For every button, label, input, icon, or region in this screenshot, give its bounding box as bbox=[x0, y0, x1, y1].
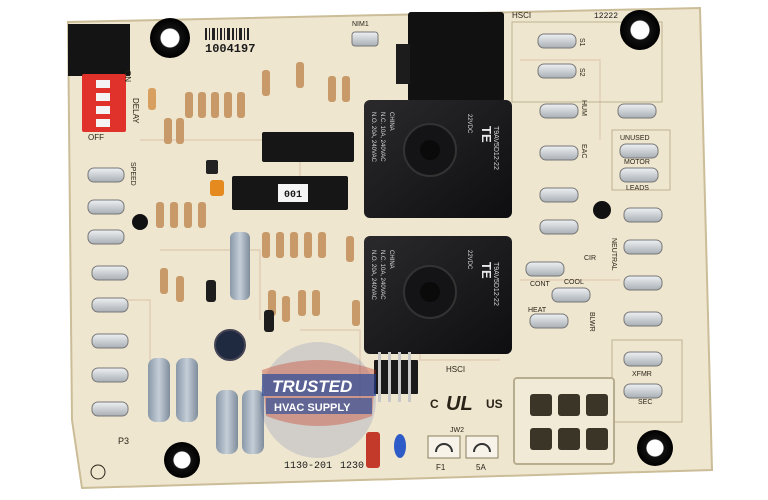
right-spade-terminals bbox=[525, 33, 663, 399]
relay2-rating1: N.O. 20A, 240VAC bbox=[370, 250, 376, 301]
mount-hole-bottom-right bbox=[637, 430, 673, 466]
label-us: US bbox=[486, 397, 503, 411]
relay2-model: T9AV5D12-22 bbox=[492, 262, 499, 306]
label-nim1: NIM1 bbox=[352, 21, 369, 28]
ic-chip-upper bbox=[262, 132, 354, 162]
serial-number: 12222 bbox=[594, 12, 618, 21]
label-ul: UL bbox=[446, 393, 473, 415]
relay1-coil: 22VDC bbox=[466, 114, 472, 134]
label-sec: SEC bbox=[638, 399, 652, 406]
label-motor: MOTOR bbox=[624, 159, 650, 166]
label-xfmr: XFMR bbox=[632, 371, 652, 378]
fuse-jumper bbox=[427, 435, 499, 459]
label-eac: EAC bbox=[580, 144, 587, 158]
label-f1: F1 bbox=[436, 463, 446, 472]
relay1-model: T9AV5D12-22 bbox=[492, 126, 499, 170]
ic-sticker bbox=[278, 184, 308, 202]
label-off: OFF bbox=[88, 133, 104, 142]
label-on: ON bbox=[123, 70, 132, 82]
relay1-rating1: N.O. 20A, 240VAC bbox=[370, 112, 376, 163]
relay1-brand: TE bbox=[479, 126, 494, 143]
label-s1: S1 bbox=[578, 38, 585, 47]
label-leads: LEADS bbox=[626, 185, 649, 192]
capacitor-orange bbox=[210, 180, 224, 196]
label-jw2: JW2 bbox=[450, 427, 464, 434]
relay-lower bbox=[364, 236, 512, 354]
power-resistors bbox=[148, 358, 264, 454]
label-s2: S2 bbox=[578, 68, 585, 77]
molex-connector bbox=[513, 377, 615, 465]
power-resistor-center bbox=[230, 232, 250, 300]
black-header-block bbox=[68, 24, 130, 76]
connector-tab bbox=[396, 44, 410, 84]
mount-hole-bottom-left bbox=[164, 442, 200, 478]
electrolytic-capacitor bbox=[214, 329, 246, 361]
mount-hole-top-right bbox=[620, 10, 660, 50]
label-delay: DELAY bbox=[131, 98, 140, 124]
watermark-line1: TRUSTED bbox=[272, 377, 352, 396]
relay-upper bbox=[364, 100, 512, 218]
watermark-logo bbox=[260, 342, 376, 458]
capacitor-black bbox=[206, 160, 218, 174]
relay1-rating2: N.C. 10A, 240VAC bbox=[379, 112, 385, 162]
relay2-rating2: N.C. 10A, 240VAC bbox=[379, 250, 385, 300]
label-5a: 5A bbox=[476, 463, 486, 472]
bottom-code-2: 1230 bbox=[340, 461, 364, 472]
label-hum: HUM bbox=[580, 100, 587, 116]
nim1-terminal bbox=[351, 31, 379, 47]
fiducial-bottom-left bbox=[90, 464, 106, 480]
black-post-right bbox=[593, 201, 611, 219]
relay2-brand: TE bbox=[479, 262, 494, 279]
relay1-origin: CHINA bbox=[388, 112, 394, 131]
label-hsci-mid: HSCI bbox=[446, 365, 465, 374]
label-speed: SPEED bbox=[129, 162, 136, 186]
label-p3: P3 bbox=[118, 436, 129, 446]
bottom-code: 1130-201 bbox=[284, 461, 332, 472]
label-cont: CONT bbox=[530, 281, 551, 288]
resistor-row-top bbox=[148, 62, 350, 144]
label-cir: CIR bbox=[584, 255, 596, 262]
part-number: 1004197 bbox=[205, 42, 255, 56]
mount-hole-top-left bbox=[150, 18, 190, 58]
barcode bbox=[205, 28, 249, 40]
dip-switch bbox=[82, 74, 126, 132]
pin-header bbox=[374, 352, 418, 402]
label-blwr: BLWR bbox=[588, 312, 595, 332]
resistor-row-middle bbox=[156, 202, 354, 302]
label-c: C bbox=[430, 397, 439, 411]
connector-block-top bbox=[408, 12, 504, 102]
label-hsci-top: HSCI bbox=[512, 11, 531, 20]
label-cool: COOL bbox=[564, 279, 584, 286]
relay2-origin: CHINA bbox=[388, 250, 394, 269]
label-unused: UNUSED bbox=[620, 135, 650, 142]
ic-label: 001 bbox=[284, 190, 302, 201]
label-heat: HEAT bbox=[528, 307, 547, 314]
capacitor-blue-bottom bbox=[394, 434, 406, 458]
resistor-row-lower bbox=[206, 280, 360, 332]
relay2-coil: 22VDC bbox=[466, 250, 472, 270]
watermark-line2: HVAC SUPPLY bbox=[274, 402, 351, 414]
left-spade-terminals bbox=[87, 167, 129, 417]
label-neutral: NEUTRAL bbox=[610, 238, 617, 271]
capacitor-red-bottom bbox=[366, 432, 380, 468]
black-post-left bbox=[132, 214, 148, 230]
